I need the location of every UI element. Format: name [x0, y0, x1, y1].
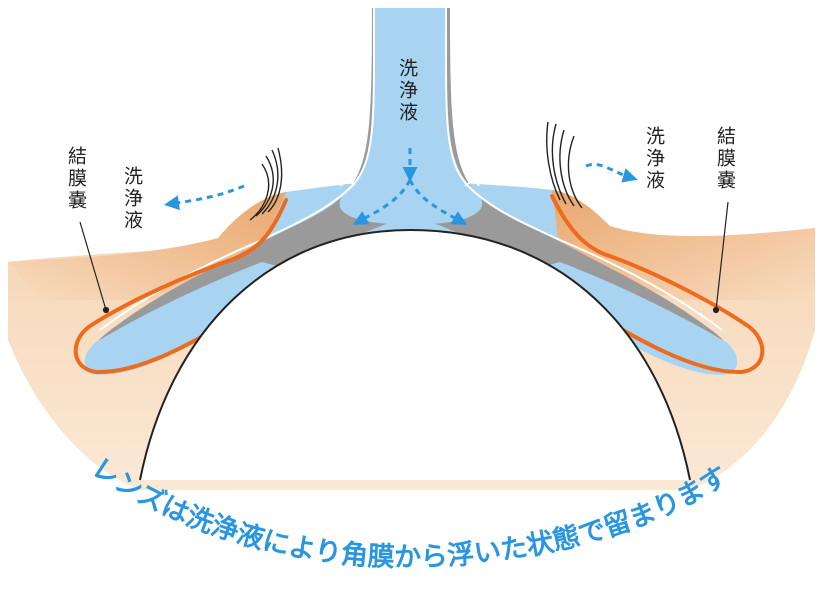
label-wash-left: 洗浄液: [122, 166, 141, 232]
label-lens-right: レンズ: [461, 120, 481, 192]
label-conjunctiva-left: 結膜嚢: [66, 146, 85, 212]
label-lens-left: レンズ: [336, 120, 356, 192]
label-conjunctiva-right: 結膜嚢: [715, 126, 734, 192]
label-wash-right: 洗浄液: [644, 126, 663, 192]
label-wash-top: 洗浄液: [397, 58, 416, 124]
